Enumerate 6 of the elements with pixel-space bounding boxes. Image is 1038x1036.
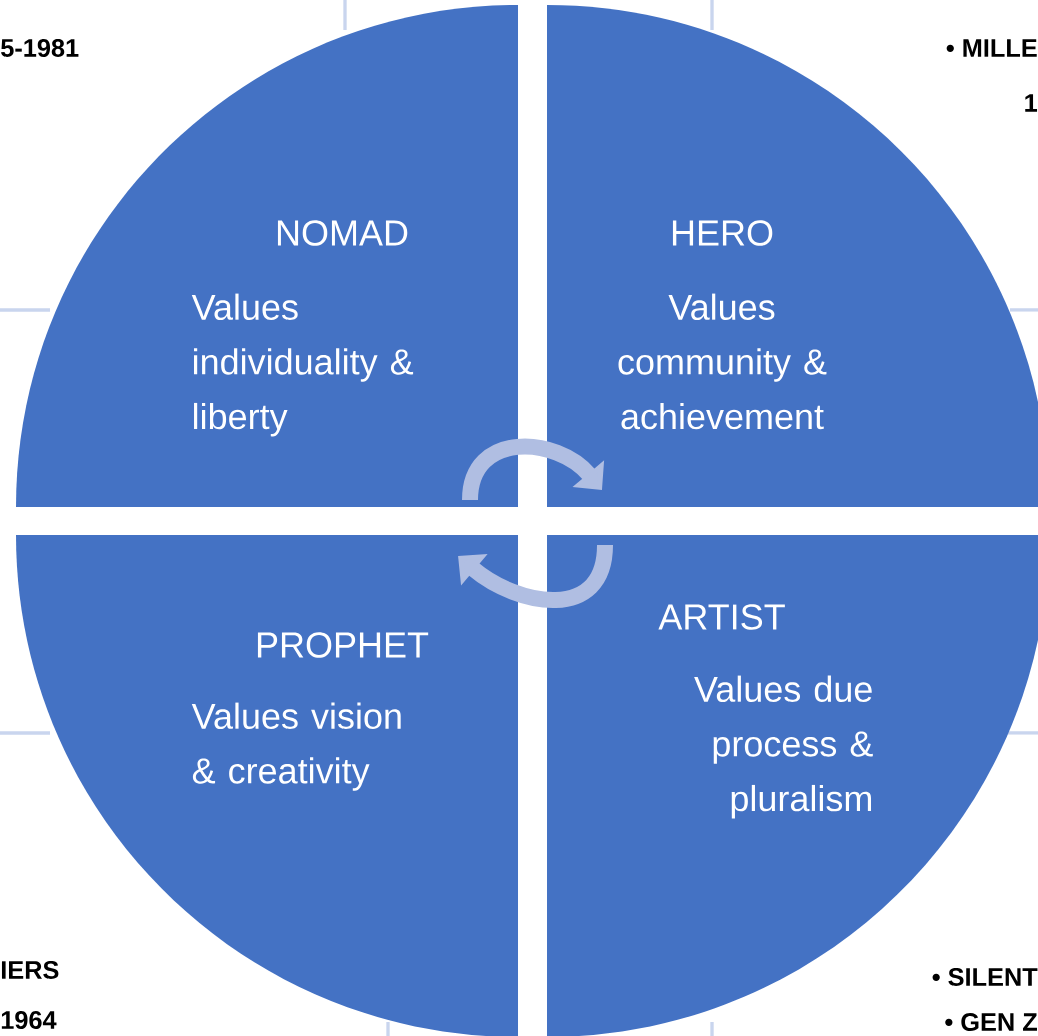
generation-label: • MILLE <box>946 39 1037 57</box>
generation-label: 1 <box>1025 94 1038 112</box>
generation-label: • GEN Z <box>945 1013 1037 1031</box>
generation-label: • SILENT <box>932 968 1038 986</box>
curved-arrow <box>462 438 605 501</box>
curved-arrow <box>458 544 613 608</box>
